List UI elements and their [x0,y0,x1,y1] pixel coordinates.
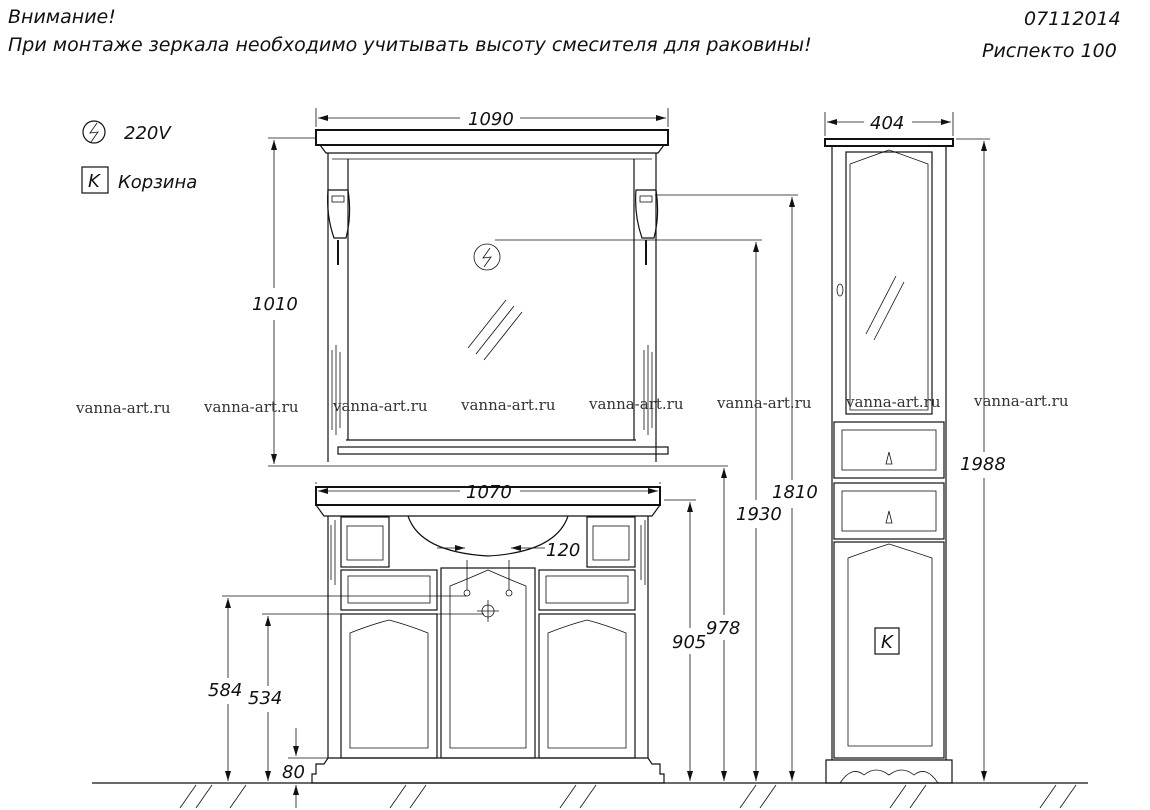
watermark: vanna-art.ru [845,393,941,411]
mirror [315,129,669,462]
dim-1810: 1810 [772,482,818,503]
basket-symbol: K [88,171,101,192]
dim-cabinet-width: 404 [870,113,904,134]
watermark: vanna-art.ru [332,397,428,415]
power-label: 220V [124,123,172,144]
dim-vanity-width: 1070 [466,482,512,503]
dim-cabinet-height: 1988 [960,454,1006,475]
vanity-unit [311,486,665,784]
dim-mirror-width: 1090 [468,109,514,130]
dim-tap-spacing: 120 [546,540,580,561]
floor-line [92,782,1088,809]
warning-text: При монтаже зеркала необходимо учитывать… [8,34,812,56]
watermark: vanna-art.ru [75,399,171,417]
watermark: vanna-art.ru [973,392,1069,410]
dim-1930: 1930 [736,504,782,525]
watermark: vanna-art.ru [588,395,684,413]
dim-905: 905 [672,632,706,653]
dim-978: 978 [706,618,740,639]
watermark-row: vanna-art.ru vanna-art.ru vanna-art.ru v… [75,392,1069,417]
dim-584: 584 [208,680,242,701]
document-code: 07112014 [1024,8,1121,30]
basket-label: Корзина [118,172,197,193]
model-name: Риспекто 100 [982,40,1117,62]
mirror-socket-icon [473,243,501,271]
dim-534: 534 [248,688,282,709]
watermark: vanna-art.ru [716,394,812,412]
watermark: vanna-art.ru [203,398,299,416]
dimension-lines [222,108,990,808]
tall-cabinet [824,138,954,784]
dimension-arrows [225,115,987,795]
watermark: vanna-art.ru [460,396,556,414]
warning-title: Внимание! [8,6,116,28]
cabinet-basket-symbol: K [881,632,894,653]
dim-mirror-height: 1010 [252,294,298,315]
power-outlet-icon [82,120,106,144]
basket-box-icon [81,166,109,194]
dim-plinth-80: 80 [282,762,305,783]
